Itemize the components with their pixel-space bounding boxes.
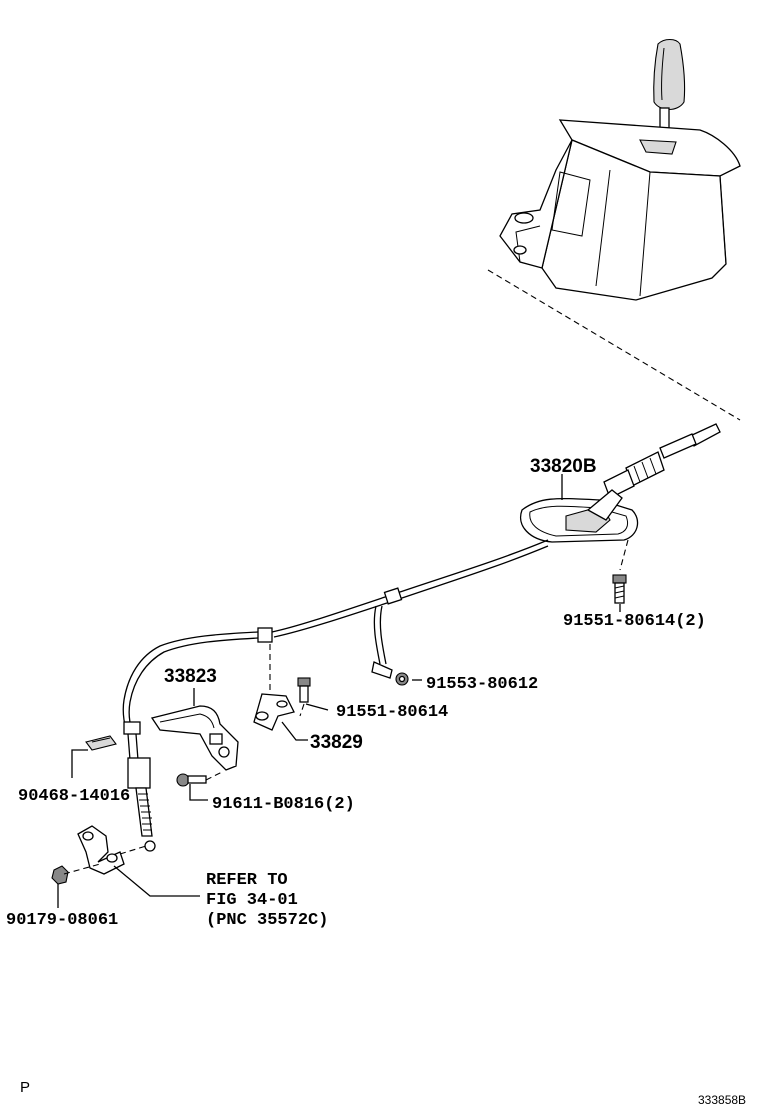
bolt-91551-80614 bbox=[297, 677, 311, 703]
shift-console-illustration bbox=[499, 38, 741, 301]
part-label-33829: 33829 bbox=[310, 732, 363, 753]
assembly-link-line bbox=[487, 269, 741, 421]
figure-code: 333858B bbox=[698, 1093, 746, 1107]
part-label-90468-14016: 90468-14016 bbox=[18, 787, 130, 806]
bolt-91551-80614-2 bbox=[612, 574, 627, 604]
lever-bracket-illustration bbox=[77, 825, 125, 875]
bracket-33823-illustration bbox=[150, 705, 239, 771]
part-label-91611-b0816-2: 91611-B0816(2) bbox=[212, 795, 355, 814]
reference-line-1: REFER TO bbox=[206, 871, 288, 890]
nut-90179-08061 bbox=[51, 865, 69, 885]
part-label-33823: 33823 bbox=[164, 666, 217, 687]
reference-line-3: (PNC 35572C) bbox=[206, 911, 328, 930]
part-label-91551-80614-2: 91551-80614(2) bbox=[563, 612, 706, 631]
reference-line-2: FIG 34-01 bbox=[206, 891, 298, 910]
nut-91553-80612 bbox=[395, 672, 409, 686]
shift-cable bbox=[122, 539, 549, 852]
cable-end-fitting bbox=[603, 423, 721, 499]
cable-bracket-33820b-illustration bbox=[520, 489, 639, 543]
part-label-91551-80614: 91551-80614 bbox=[336, 703, 448, 722]
clip-90468-14016 bbox=[85, 735, 117, 751]
part-label-90179-08061: 90179-08061 bbox=[6, 911, 118, 930]
part-label-33820b: 33820B bbox=[530, 456, 597, 477]
part-label-91553-80612: 91553-80612 bbox=[426, 675, 538, 694]
bracket-33829-illustration bbox=[253, 693, 295, 731]
corner-marker: P bbox=[20, 1079, 30, 1096]
bolt-91611-b0816 bbox=[176, 773, 207, 787]
leader-lines bbox=[57, 474, 563, 908]
